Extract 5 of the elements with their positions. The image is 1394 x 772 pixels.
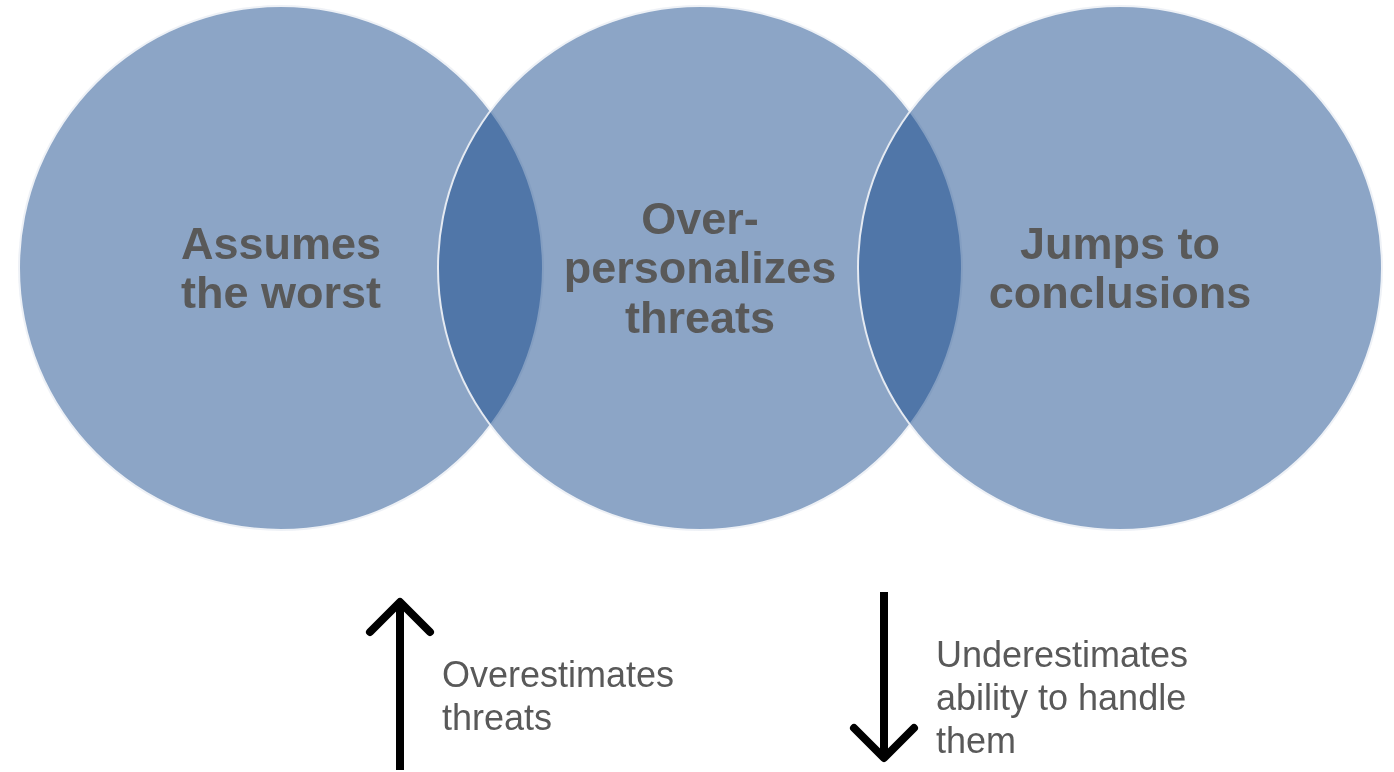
annotation-text: Underestimates ability to handle them [936,633,1190,763]
annotation-text: Overestimates threats [442,653,676,740]
circle-label: Over-personalizes threats [562,193,838,343]
circle-label: Jumps to conclusions [987,218,1253,318]
circle-label: Assumes the worst [179,218,383,318]
